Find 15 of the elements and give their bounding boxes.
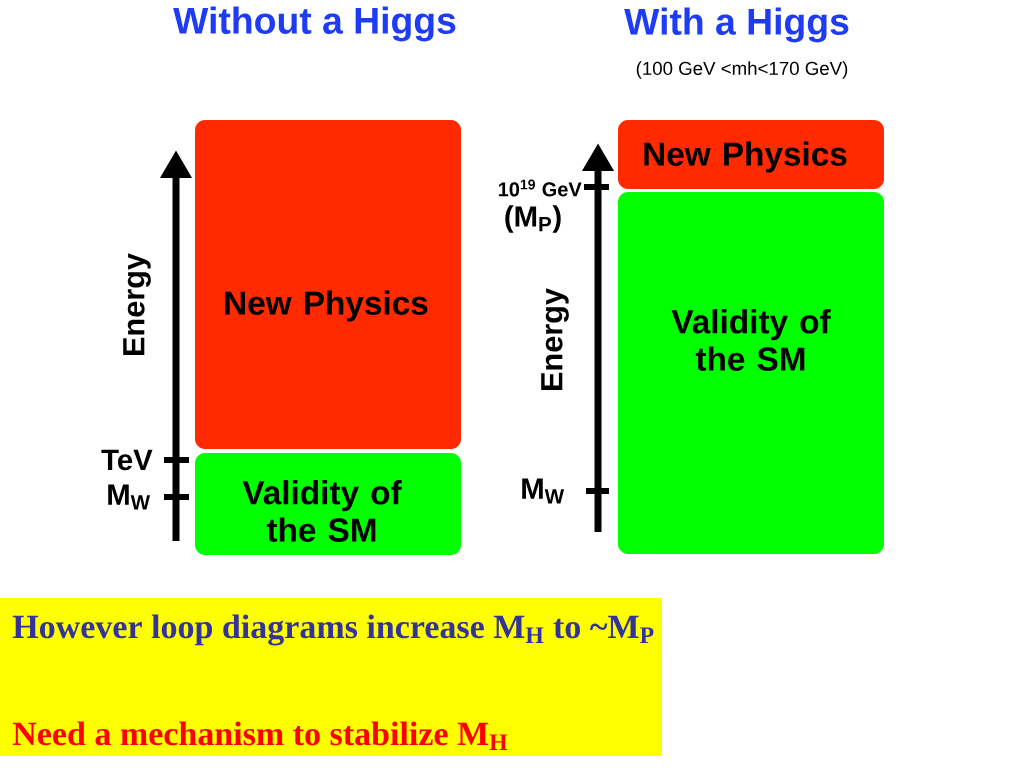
note-box: However loop diagrams increase M$_{H}$ to ~M$_{P}$ Need a mechanism to stabilize M$_{H}$ [0, 598, 662, 756]
panel-heading: With a Higgs [624, 7, 849, 43]
tick-label: 10$^{19}$ GeV [498, 179, 582, 197]
tick-label: M$_{W}$ [522, 478, 565, 504]
tick-label: TeV [101, 449, 153, 471]
tick-label: (M$_{P}$) [505, 205, 561, 233]
region-box: New Physics [618, 120, 884, 189]
axis-label: Energy [541, 288, 569, 390]
axis-label: Energy [123, 253, 151, 355]
region-box: New Physics [195, 120, 461, 449]
panel-heading: Without a Higgs [173, 6, 456, 42]
tick-label: M$_{W}$ [108, 484, 151, 510]
mass-range-note: (100 GeV <mh<170 GeV) [636, 61, 848, 79]
region-box: Validity of the SM [618, 192, 884, 554]
region-box: Validity of the SM [195, 453, 461, 555]
